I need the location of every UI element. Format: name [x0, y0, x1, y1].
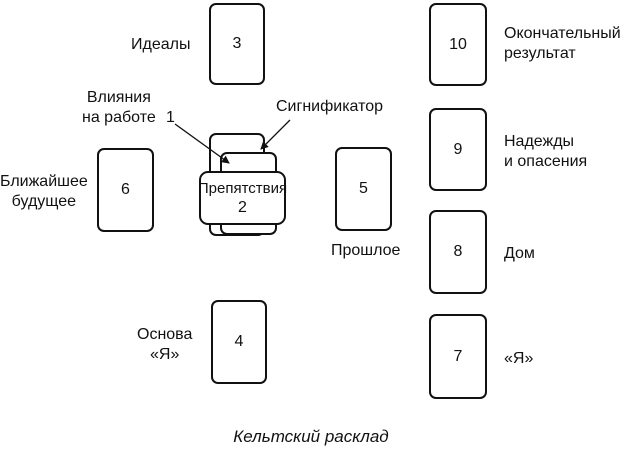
- card-number: 8: [453, 243, 463, 260]
- card-9: 9: [429, 108, 487, 191]
- label-card-1-number: 1: [166, 109, 175, 126]
- arrow-to-significator: [260, 119, 291, 150]
- label-home: Дом: [504, 245, 535, 262]
- card-8: 8: [429, 210, 487, 294]
- label-foundation: Основа «Я»: [137, 326, 193, 363]
- diagram-caption: Кельтский расклад: [233, 427, 389, 446]
- card-7: 7: [429, 314, 487, 399]
- card-number: 6: [121, 181, 130, 198]
- card-2-label: Препятствия: [197, 180, 288, 197]
- card-number: 4: [234, 333, 244, 350]
- card-5: 5: [335, 147, 392, 231]
- card-3: 3: [209, 3, 265, 85]
- card-number: 9: [453, 140, 463, 158]
- card-number: 3: [232, 35, 242, 52]
- label-final-result: Окончательный результат: [504, 25, 621, 62]
- card-number: 2: [238, 199, 247, 216]
- label-hopes-fears: Надежды и опасения: [504, 133, 588, 170]
- card-10: 10: [429, 3, 487, 86]
- label-self: «Я»: [504, 350, 534, 367]
- label-work-influence: Влияния на работе: [82, 89, 156, 126]
- card-number: 5: [359, 180, 368, 197]
- label-ideals: Идеалы: [131, 36, 191, 53]
- card-number: 7: [453, 347, 463, 365]
- label-significator: Сигнификатор: [276, 98, 384, 115]
- label-near-future: Ближайшее будущее: [0, 173, 88, 210]
- label-past: Прошлое: [331, 242, 401, 259]
- card-2: Препятствия 2: [197, 171, 288, 225]
- card-6: 6: [97, 148, 154, 232]
- arrow-to-card-1: [174, 123, 230, 164]
- card-4: 4: [211, 300, 267, 384]
- card-number: 10: [449, 35, 467, 53]
